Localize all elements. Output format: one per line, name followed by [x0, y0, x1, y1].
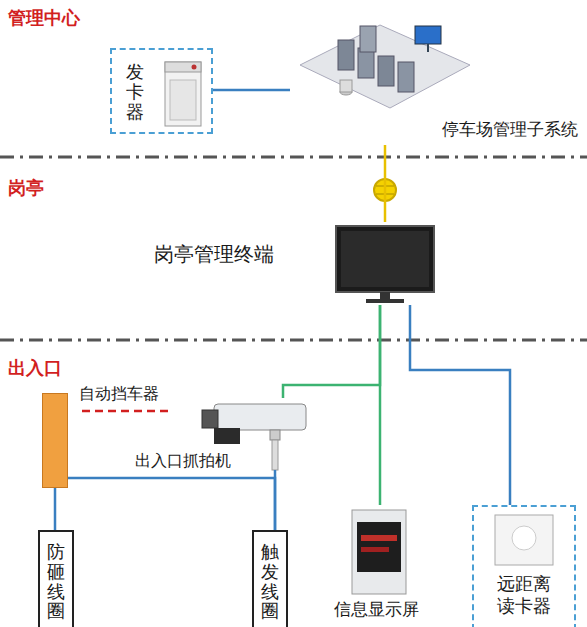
- server-cluster-icon: [300, 25, 470, 108]
- card-reader-icon: [495, 515, 553, 565]
- red-dashed-mark: [82, 411, 168, 412]
- node-label: 触发线圈: [261, 542, 279, 621]
- booth-terminal: 岗亭管理终端: [150, 222, 438, 305]
- node-label: 发卡器: [126, 62, 144, 121]
- connector-line: [410, 305, 510, 505]
- section-label: 管理中心: [8, 6, 80, 30]
- node-label: 信息显示屏: [334, 599, 419, 619]
- card-dispenser-icon: [165, 62, 201, 126]
- entrance-camera: 出入口抓拍机: [135, 398, 315, 470]
- anti-smash-coil-box: 防砸线圈: [38, 530, 74, 627]
- barrier-gate: 自动挡车器: [42, 393, 68, 488]
- monitor-icon: [336, 226, 434, 303]
- section-label: 岗亭: [8, 176, 44, 200]
- node-label: 出入口抓拍机: [135, 451, 231, 470]
- connector-line: [379, 305, 382, 505]
- parking-management-system: 停车场管理子系统: [290, 15, 582, 145]
- connector-line: [68, 478, 275, 530]
- trigger-coil-box: 触发线圈: [252, 530, 288, 627]
- connector-line: [274, 470, 277, 530]
- connector-line: [384, 145, 387, 222]
- info-display: 信息显示屏: [328, 505, 428, 627]
- node-label: 岗亭管理终端: [154, 242, 274, 266]
- section-label: 出入口: [8, 356, 62, 380]
- display-screen-icon: [352, 510, 406, 594]
- node-label: 停车场管理子系统: [442, 119, 578, 139]
- connector-line: [283, 305, 380, 398]
- connector-line: [54, 488, 57, 530]
- card-reader-box: 远距离读卡器: [472, 505, 576, 627]
- connector-line: [213, 89, 290, 92]
- node-label: 自动挡车器: [79, 384, 159, 403]
- section-separators: [0, 157, 587, 340]
- node-label: 远距离读卡器: [495, 573, 553, 616]
- node-label: 防砸线圈: [47, 542, 65, 621]
- card-dispenser-box: 发卡器: [110, 48, 213, 134]
